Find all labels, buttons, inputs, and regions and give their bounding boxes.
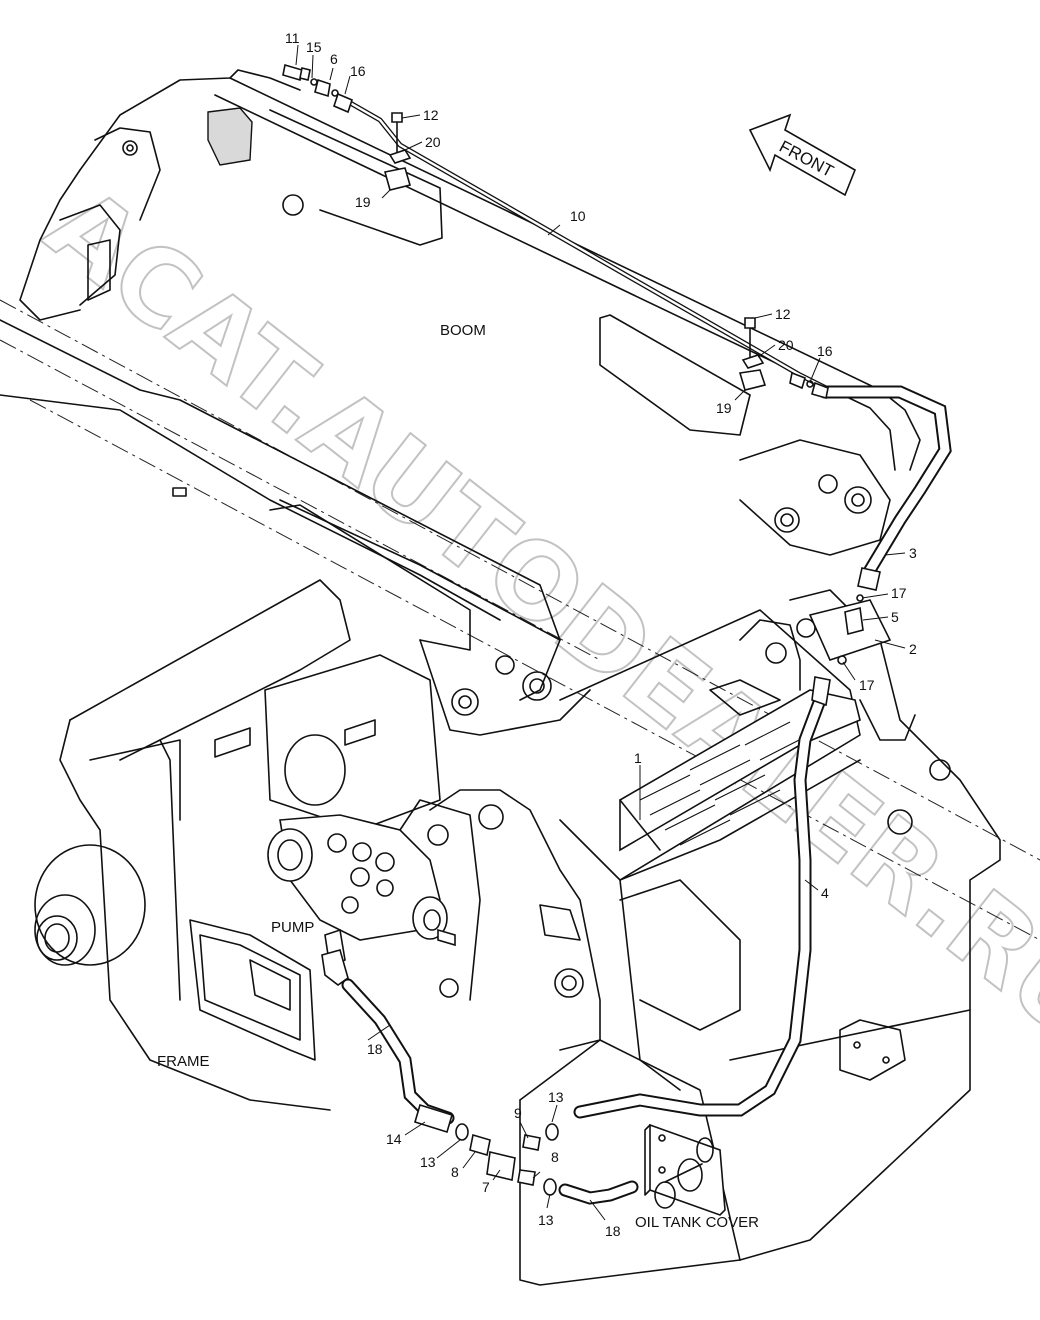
callout-3: 3 — [909, 545, 917, 561]
fittings — [282, 63, 892, 1196]
callout-20-top: 20 — [425, 134, 441, 150]
callout-5: 5 — [891, 609, 899, 625]
callout-18-upper: 18 — [367, 1041, 383, 1057]
callout-13-top: 13 — [548, 1089, 564, 1105]
callout-12-lower: 12 — [775, 306, 791, 322]
callout-7: 7 — [482, 1179, 490, 1195]
pump-assembly — [267, 814, 456, 986]
callout-13-lower: 13 — [538, 1212, 554, 1228]
area-labels: BOOM PUMP FRAME OIL TANK COVER — [157, 322, 759, 1231]
leader-lines — [295, 44, 906, 1221]
callout-9: 9 — [514, 1105, 522, 1121]
boom-label: BOOM — [440, 322, 486, 339]
callout-18-lower: 18 — [605, 1223, 621, 1239]
callout-8-left: 8 — [451, 1164, 459, 1180]
callout-17-top: 17 — [891, 585, 907, 601]
callout-1: 1 — [634, 750, 642, 766]
front-arrow: FRONT — [748, 113, 857, 197]
callout-13-left: 13 — [420, 1154, 436, 1170]
pump-label: PUMP — [271, 919, 314, 936]
callout-15: 15 — [306, 39, 322, 55]
callout-19-lower: 19 — [716, 400, 732, 416]
callout-6: 6 — [330, 51, 338, 67]
callout-4: 4 — [821, 885, 829, 901]
frame-structure — [34, 579, 1001, 1286]
hoses — [341, 97, 952, 1205]
callout-12-top: 12 — [423, 107, 439, 123]
callout-17-lower: 17 — [859, 677, 875, 693]
callout-16-top: 16 — [350, 63, 366, 79]
callout-11: 11 — [285, 30, 300, 46]
frame-label: FRAME — [157, 1053, 210, 1070]
oil-tank-cover-label: OIL TANK COVER — [635, 1214, 759, 1231]
oil-tank-cover — [644, 1123, 726, 1216]
part-callouts: 11 15 6 16 12 20 19 10 12 20 16 19 3 17 … — [285, 30, 917, 1239]
callout-20-lower: 20 — [778, 337, 794, 353]
callout-2: 2 — [909, 641, 917, 657]
callout-19-top: 19 — [355, 194, 371, 210]
callout-14: 14 — [386, 1131, 402, 1147]
callout-16-lower: 16 — [817, 343, 833, 359]
callout-10: 10 — [570, 208, 586, 224]
callout-8-right: 8 — [551, 1149, 559, 1165]
boom-structure — [0, 69, 1040, 941]
